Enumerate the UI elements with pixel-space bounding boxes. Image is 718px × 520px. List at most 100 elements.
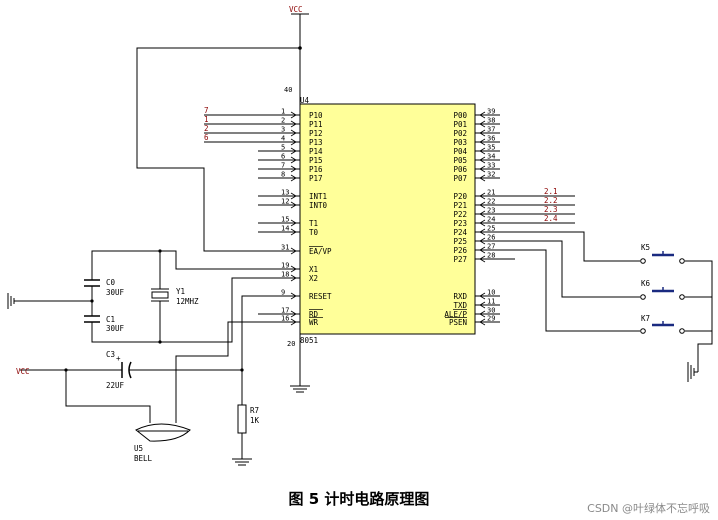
ic-pin-name: P16 [309,165,323,174]
p2-net-label: 2.2 [544,196,558,205]
resistor-value: 1K [250,416,260,425]
ic-pin-number: 8 [281,171,285,179]
cap-c3-plus: + [116,354,121,363]
ic-pin-number: 25 [487,225,495,233]
vcc-top-label: VCC [289,5,303,14]
ic-pin-name: P26 [453,246,467,255]
ic-pin-number: 24 [487,216,495,224]
ic-8051-body [299,103,476,335]
ic-pin-number: 6 [281,153,285,161]
ic-pin-number: 33 [487,162,495,170]
ic-pin-name: X2 [309,274,318,283]
ic-pin-number: 1 [281,108,285,116]
ic-pin-name: INT0 [309,201,328,210]
ic-pin-name: RXD [453,292,467,301]
key-k7: K7 [640,314,685,334]
figure-caption: 图 5 计时电路原理图 [288,490,430,508]
ic-pin-number: 12 [281,198,289,206]
ic-pin-number: 21 [487,189,495,197]
cap-c0-label: C0 [106,278,116,287]
ic-pin-name: P15 [309,156,323,165]
cap-c3-label: C3 [106,350,115,359]
ic-pin-name: P03 [453,138,467,147]
ic-pin-number: 3 [281,126,285,134]
ic-right-pin: 27 P26 [453,243,500,255]
ic-ground: 20 [287,334,310,393]
reset-circuit: VCC + C3 22UF R7 1K [16,295,290,466]
ic-pin-name: PSEN [449,318,467,327]
ic-pin-number: 11 [487,298,495,306]
key-k6: K6 [640,279,685,300]
ic-left-pin: 14 T0 [258,225,319,237]
ic-pin-name: P20 [453,192,467,201]
ic-pin-number: 39 [487,108,495,116]
ic-pin-name: P23 [453,219,467,228]
p2-net-wires: 2.1 2.2 2.3 2.4 [500,187,575,224]
buzzer-bell: U5 BELL [65,321,290,463]
ic-right-pin: 30 ALE/P [444,307,500,319]
ic-pin-name: P05 [453,156,467,165]
ic-right-pin: 24 P23 [453,216,500,228]
ic-pin-number: 27 [487,243,495,251]
ic-right-pin: 25 P24 [453,225,500,237]
vcc-left-label: VCC [16,367,30,376]
ic-right-pin: 39 P00 [453,108,500,120]
ic-pin-number: 7 [281,162,285,170]
crystal-label: Y1 [176,287,185,296]
p1-net-label: 1 [204,115,209,124]
ic-right-pin: 28 P27 [453,252,500,264]
ea-vcc-wire [136,47,300,252]
ic-pin-name: P13 [309,138,323,147]
ic-pin-number: 34 [487,153,495,161]
ic-pin-number: 19 [281,262,289,270]
p1-net-label: 7 [204,106,209,115]
ic-pin-name: P02 [453,129,467,138]
ic-pin-name: P10 [309,111,323,120]
ic-pin-number: 4 [281,135,285,143]
cap-c1-label: C1 [106,315,115,324]
ic-right-pin: 34 P05 [453,153,500,165]
p1-net-label: 2 [204,124,209,133]
ic-pin-number: 28 [487,252,495,260]
ic-pin-number: 2 [281,117,285,125]
ic-pin-number: 31 [281,244,289,252]
key-k7-label: K7 [641,314,650,323]
ic-pin-name: T0 [309,228,319,237]
ic-pin-name: P17 [309,174,323,183]
csdn-watermark: CSDN @叶绿体不忘呼吸 [587,502,710,515]
ic-pin-top-number: 40 [284,86,292,94]
ic-pin-name: P11 [309,120,323,129]
p2-net-label: 2.3 [544,205,558,214]
oscillator-circuit: C0 30UF C1 30UF Y1 12MHZ [7,249,290,344]
key-k5-label: K5 [641,243,650,252]
ic-pin-name: ALE/P [444,310,467,319]
ic-pin-name: P00 [453,111,467,120]
ic-pin-name: RD [309,310,319,319]
key-k6-label: K6 [641,279,651,288]
ic-pin-name: P01 [453,120,467,129]
ic-pin-number: 14 [281,225,289,233]
ic-pin-name: P24 [453,228,467,237]
ic-right-pin: 29 PSEN [445,315,500,327]
crystal-value: 12MHZ [176,297,199,306]
ic-pin-name: P25 [453,237,467,246]
ic-pin-name: P27 [453,255,467,264]
cap-c1-value: 30UF [106,324,125,333]
ic-left-pin: 12 INT0 [258,198,328,210]
ic-pin-number: 17 [281,307,289,315]
cap-c3-value: 22UF [106,381,125,390]
ic-pin-number: 5 [281,144,285,152]
ic-pin-number: 30 [487,307,495,315]
ic-pin-number: 29 [487,315,495,323]
